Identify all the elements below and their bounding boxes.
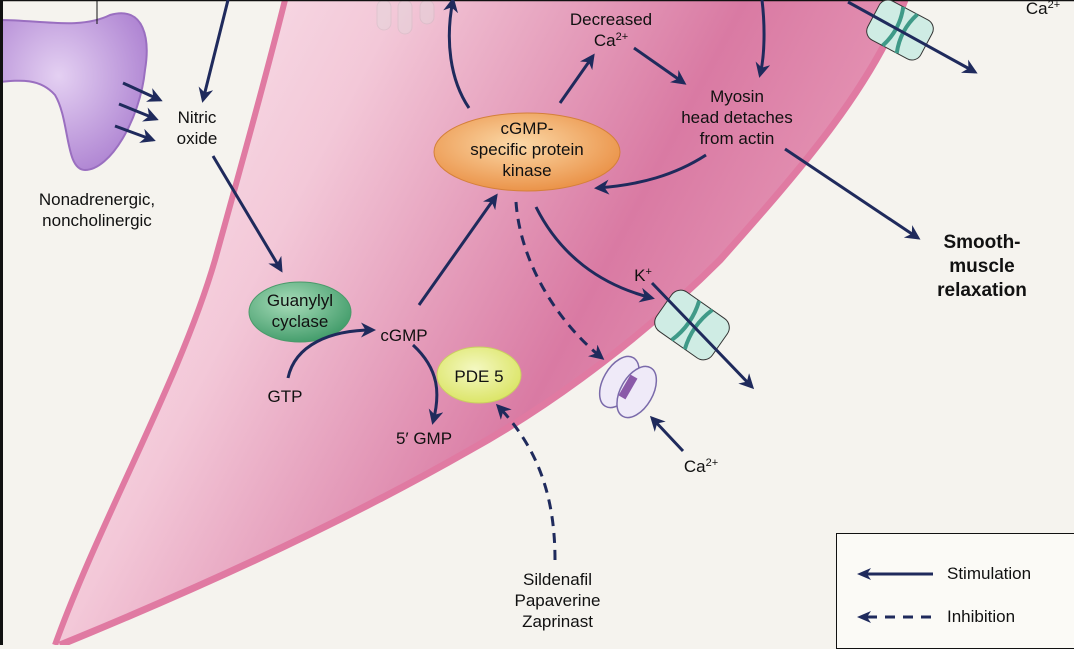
arrow-cgmp-to-kinase [417, 193, 498, 306]
arrow-k-efflux [650, 281, 755, 390]
arrow-kinase-to-k-channel [534, 206, 655, 303]
k-base: K [634, 266, 646, 285]
nanc-line-2: noncholinergic [42, 211, 152, 230]
guanylyl-cyclase-label: Guanylyl cyclase [254, 290, 346, 332]
legend: Stimulation Inhibition [836, 533, 1074, 649]
ca-base-top: Ca [1025, 0, 1048, 18]
solid-arrow-icon [857, 568, 933, 580]
cell-membrane-right [58, 0, 909, 645]
ca-charge-top: 2+ [1047, 0, 1061, 11]
ca-charge-bottom: 2+ [705, 457, 719, 469]
arrow-drugs-inhibit-pde5 [495, 403, 557, 561]
myosin-line-2: head detaches [681, 108, 793, 127]
ca-base-bottom: Ca [683, 457, 706, 476]
drug-zaprinast: Zaprinast [522, 612, 593, 631]
legend-inhibition: Inhibition [855, 607, 1015, 627]
ca-base: Ca [593, 31, 616, 50]
nitric-oxide-line-2: oxide [176, 129, 218, 148]
protein-kinase-shape [433, 112, 621, 192]
relaxation-line-2: muscle [949, 256, 1015, 277]
legend-stimulation-text: Stimulation [947, 564, 1032, 583]
relaxation-line-3: relaxation [937, 280, 1027, 301]
protein-kinase-label: cGMP- specific protein kinase [447, 118, 607, 181]
nitric-oxide-label: Nitric oxide [162, 107, 232, 149]
arrow-k-efflux-top [847, 0, 978, 74]
dashed-arrow-icon [857, 611, 933, 623]
guanylyl-cyclase-shape [248, 281, 352, 343]
decreased-ca-label: Decreased Ca2+ [556, 9, 666, 51]
nitric-oxide-line-1: Nitric [177, 108, 217, 127]
gc-line-2: cyclase [271, 312, 329, 331]
arrow-myosin-to-kinase [594, 153, 707, 195]
drugs-label: Sildenafil Papaverine Zaprinast [500, 569, 615, 632]
arrow-nerve-to-no-1 [122, 81, 163, 102]
arrow-myosin-to-relaxation [784, 147, 921, 240]
organelles [376, 0, 435, 35]
ca-channel [598, 355, 658, 419]
arrow-ca-influx [649, 415, 685, 453]
arrow-kinase-to-decreased-ca [558, 53, 595, 104]
arrow-nerve-to-no-2 [118, 102, 159, 122]
relaxation-label: Smooth- muscle relaxation [922, 231, 1042, 303]
arrow-gtp-to-cgmp [286, 322, 376, 379]
myosin-line-1: Myosin [710, 87, 764, 106]
kinase-line-3: kinase [502, 161, 552, 180]
legend-stimulation: Stimulation [855, 564, 1031, 584]
pde5-shape [436, 346, 522, 404]
ca-charge: 2+ [615, 31, 629, 43]
arrow-kinase-inhibits-ca-channel [514, 201, 605, 360]
arrow-top-to-myosin [755, 0, 771, 78]
arrow-no-to-gc [211, 155, 283, 273]
myosin-label: Myosin head detaches from actin [672, 86, 802, 149]
nanc-line-1: Nonadrenergic, [38, 190, 156, 209]
ca-ion-label-top: Ca2+ [1018, 0, 1068, 19]
decreased-text: Decreased [569, 10, 653, 29]
arrow-ca-to-myosin [633, 46, 687, 85]
kinase-line-2: specific protein [470, 140, 584, 159]
myosin-line-3: from actin [699, 129, 775, 148]
arrow-nerve-to-no-3 [114, 124, 156, 143]
five-gmp-label: 5′ GMP [395, 429, 453, 448]
cgmp-label: cGMP [380, 326, 428, 345]
k-ion-label: K+ [628, 265, 658, 286]
relaxation-line-1: Smooth- [943, 232, 1021, 253]
arrow-kinase-to-top [443, 0, 471, 109]
ca-ion-text: Ca2+ [556, 30, 666, 51]
arrow-cgmp-to-5gmp [411, 343, 444, 425]
nanc-label: Nonadrenergic, noncholinergic [22, 189, 172, 231]
k-charge: + [645, 266, 652, 278]
drug-sildenafil: Sildenafil [523, 570, 592, 589]
cell-membrane-left [52, 0, 288, 645]
gc-line-1: Guanylyl [266, 291, 334, 310]
ca-ion-label-bottom: Ca2+ [676, 456, 726, 477]
legend-inhibition-text: Inhibition [947, 607, 1016, 626]
gtp-label: GTP [267, 387, 303, 406]
kinase-line-1: cGMP- [500, 119, 554, 138]
pde5-label: PDE 5 [454, 367, 504, 386]
drug-papaverine: Papaverine [514, 591, 601, 610]
arrow-top-to-no [198, 0, 230, 103]
